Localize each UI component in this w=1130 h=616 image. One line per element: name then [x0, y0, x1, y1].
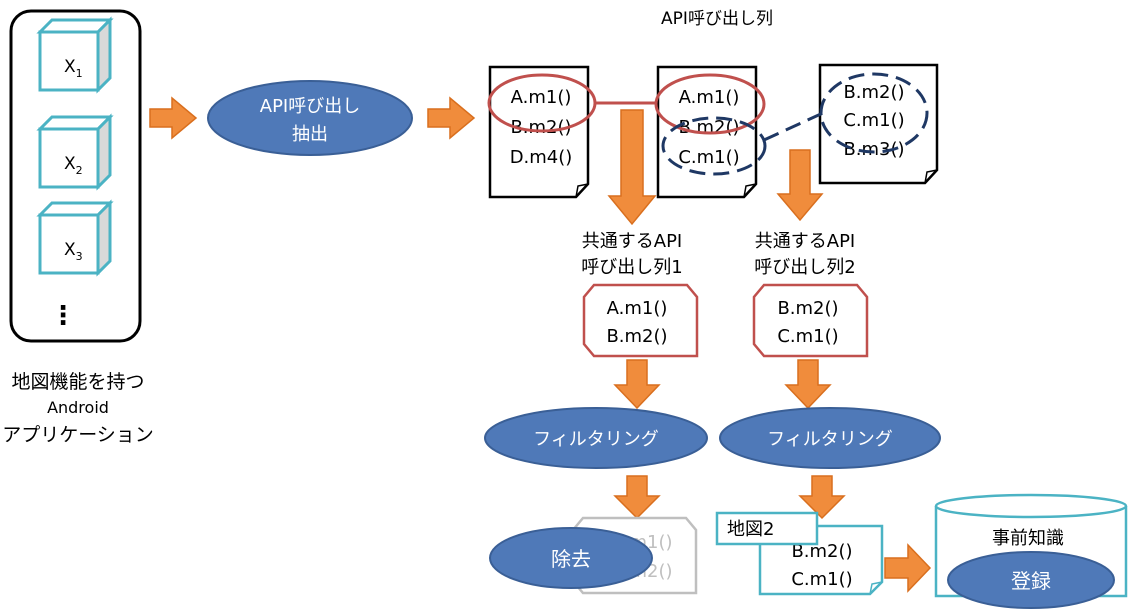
app-cube-3: X3 — [38, 201, 112, 275]
sequence-3-call-3: B.m3() — [843, 139, 904, 160]
sequences-title: API呼び出し列 — [661, 9, 773, 29]
common-1-title-line-1: 共通するAPI — [582, 231, 682, 252]
sequence-doc-3: B.m2() C.m1() B.m3() — [818, 63, 939, 185]
common-2-call-1: B.m2() — [777, 298, 838, 319]
register-label: 登録 — [1011, 569, 1051, 593]
removed-label: 除去 — [551, 547, 591, 571]
register-node: 登録 — [947, 551, 1115, 609]
filter-node-1: フィルタリング — [484, 407, 708, 469]
common-2-title-line-2: 呼び出し列2 — [754, 257, 855, 278]
arrow-down-icon — [613, 475, 661, 520]
extract-node: API呼び出し 抽出 — [207, 80, 413, 156]
common-match-1-highlight — [487, 73, 766, 135]
knowledge-base: 事前知識 登録 — [934, 493, 1128, 609]
sequence-3-call-1: B.m2() — [843, 82, 904, 103]
extract-label-line-2: 抽出 — [292, 124, 328, 145]
kept-tag-label: 地図2 — [727, 519, 774, 540]
common-2-title-line-1: 共通するAPI — [755, 231, 855, 252]
kept-call-2: C.m1() — [791, 569, 852, 590]
knowledge-title: 事前知識 — [992, 528, 1064, 549]
more-apps-ellipsis: ⋮ — [50, 301, 76, 331]
filter-2-label: フィルタリング — [767, 429, 893, 450]
sequence-2-call-1: A.m1() — [679, 87, 740, 108]
extract-label-line-1: API呼び出し — [260, 96, 360, 117]
sequence-3-call-2: C.m1() — [843, 110, 904, 131]
arrow-down-icon — [613, 359, 661, 410]
app-cube-2: X2 — [38, 115, 112, 189]
sequence-2-call-3: C.m1() — [678, 147, 739, 168]
filter-1-label: フィルタリング — [533, 429, 659, 450]
common-1-call-1: A.m1() — [607, 298, 668, 319]
common-doc-2: B.m2() C.m1() — [752, 283, 869, 358]
app-2-name: X2 — [64, 154, 83, 177]
common-match-2-highlight — [661, 72, 929, 176]
common-doc-1: A.m1() B.m2() — [582, 283, 699, 358]
sequence-1-call-2: B.m2() — [510, 117, 571, 138]
arrow-down-icon — [784, 359, 832, 410]
kept-call-1: B.m2() — [791, 541, 852, 562]
arrow-right-icon — [149, 96, 198, 140]
arrow-down-icon — [798, 475, 846, 520]
removed-node: 除去 — [489, 527, 653, 589]
sequence-1-call-3: D.m4() — [510, 147, 573, 168]
common-2-call-2: C.m1() — [777, 326, 838, 347]
common-1-call-2: B.m2() — [606, 326, 667, 347]
app-cube-1: X1 — [38, 18, 112, 92]
sequence-1-call-1: A.m1() — [511, 87, 572, 108]
kept-tag: 地図2 — [715, 511, 819, 546]
arrow-right-icon — [427, 96, 476, 140]
arrow-down-icon — [607, 109, 657, 226]
arrow-down-icon — [776, 149, 824, 222]
filter-node-2: フィルタリング — [719, 407, 941, 469]
app-panel-label-line-2: Android — [47, 398, 109, 417]
arrow-right-icon — [884, 543, 932, 593]
app-3-name: X3 — [64, 240, 83, 263]
app-panel-label-line-3: アプリケーション — [2, 424, 154, 446]
app-panel-label-line-1: 地図機能を持つ — [11, 371, 144, 393]
app-1-name: X1 — [64, 57, 83, 80]
app-panel: X1 X2 X3 ⋮ 地図機能を持つ Android アプリケーション — [2, 9, 154, 446]
common-1-title-line-2: 呼び出し列1 — [581, 257, 682, 278]
